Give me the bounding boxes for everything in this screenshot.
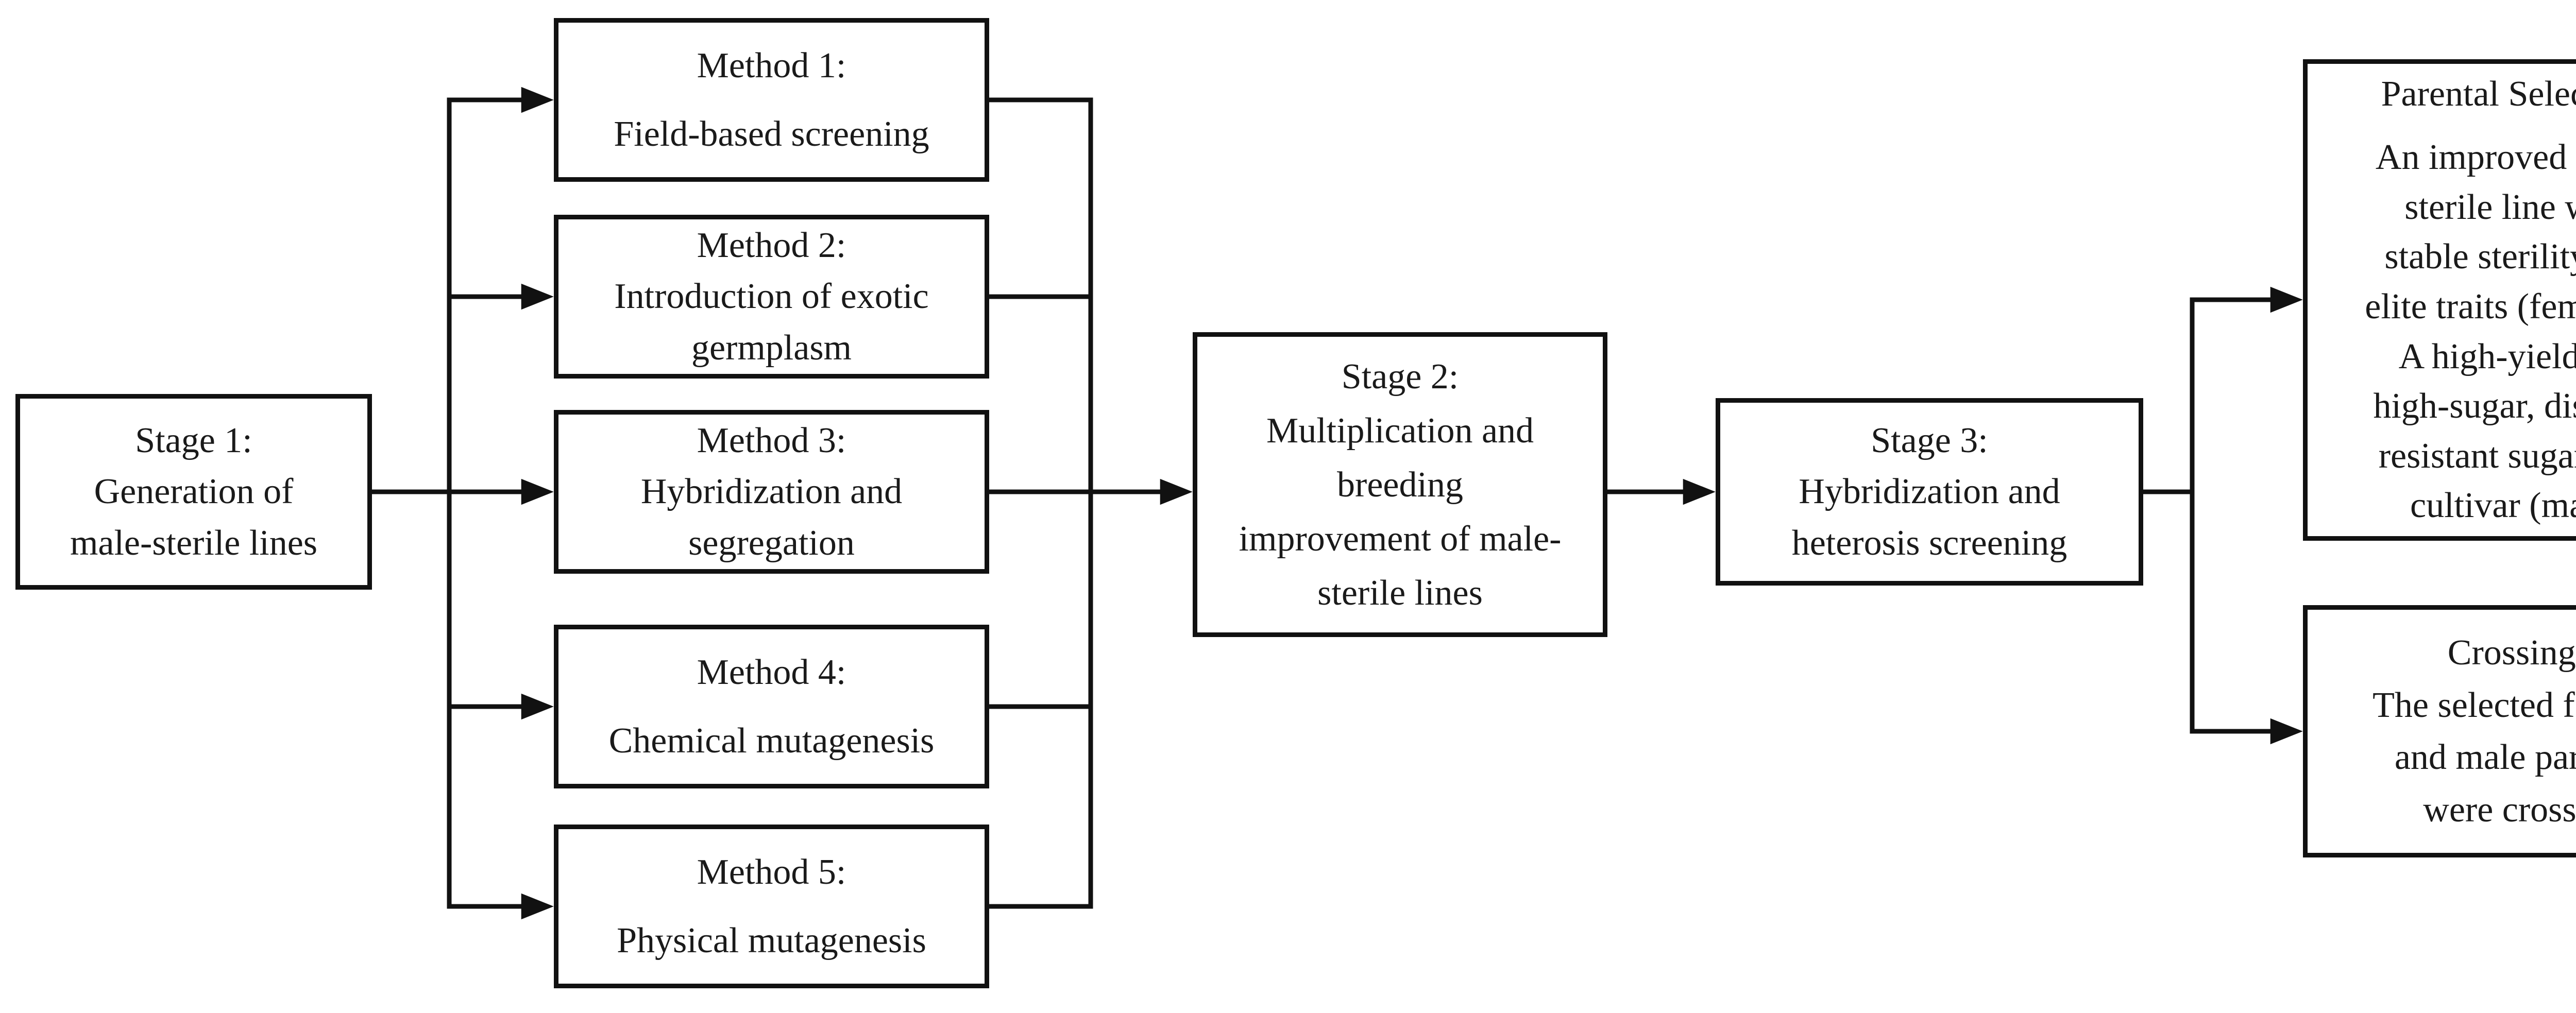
method5-box: Method 5: Physical mutagenesis	[554, 825, 989, 988]
stage1-box: Stage 1: Generation of male-sterile line…	[15, 394, 372, 590]
stage3-box: Stage 3: Hybridization and heterosis scr…	[1716, 398, 2143, 586]
method3-box: Method 3: Hybridization and segregation	[554, 410, 989, 574]
parental-selection-body: An improved male- sterile line with stab…	[2365, 138, 2576, 526]
method2-box: Method 2: Introduction of exotic germpla…	[554, 215, 989, 379]
crossing-box: Crossing: The selected female and male p…	[2303, 605, 2576, 857]
method1-box: Method 1: Field-based screening	[554, 18, 989, 182]
parental-selection-title: Parental Selection:	[2381, 74, 2576, 114]
stage2-box: Stage 2: Multiplication and breeding imp…	[1193, 332, 1607, 637]
parental-selection-box: Parental Selection: An improved male- st…	[2303, 59, 2576, 541]
method4-box: Method 4: Chemical mutagenesis	[554, 625, 989, 788]
